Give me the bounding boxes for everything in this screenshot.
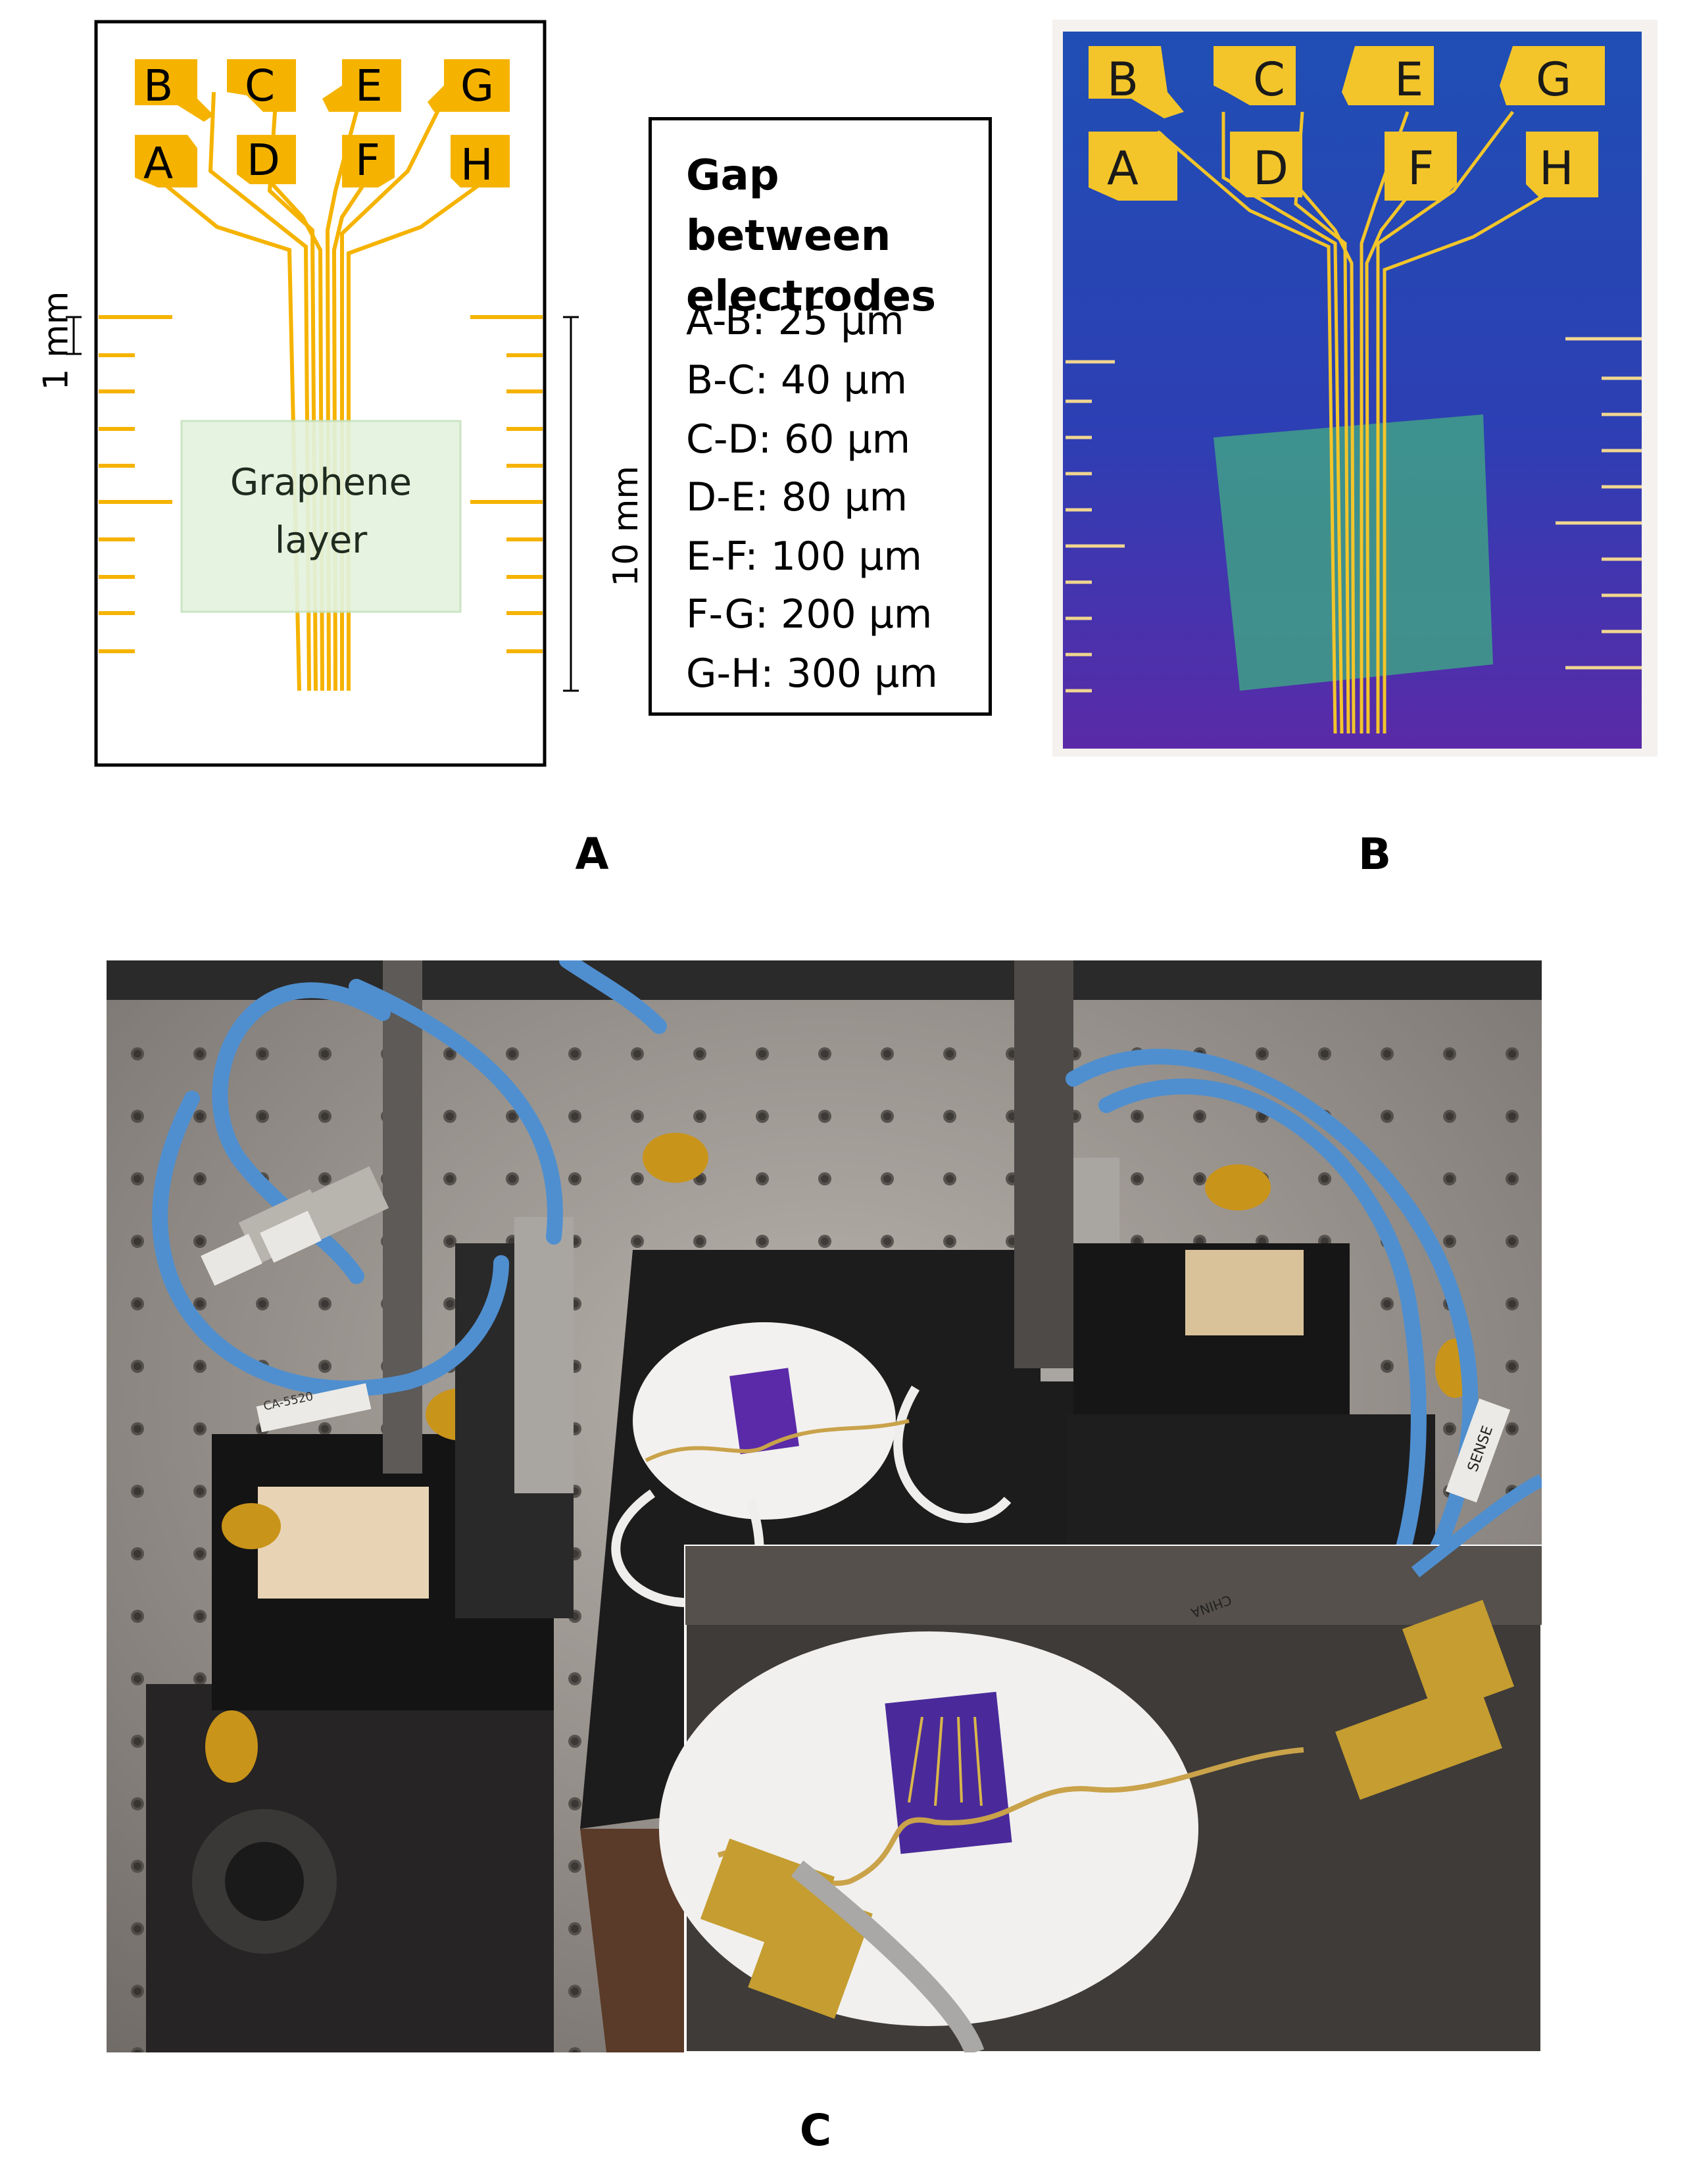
panel-letter-c: C <box>799 2105 832 2156</box>
ruler-ticks-right <box>470 315 543 653</box>
setup-inset <box>659 1474 1542 2052</box>
device-label-c: C <box>1253 53 1285 107</box>
gap-title-line2: electrodes <box>686 272 937 321</box>
scale-label-1mm: 1 mm <box>36 291 76 391</box>
pad-h <box>451 135 510 187</box>
panel-letter-b: B <box>1358 829 1392 880</box>
panel-letter-a: A <box>575 829 609 880</box>
gap-row: C-D: 60 µm <box>686 416 911 462</box>
device-label-h: H <box>1539 141 1574 195</box>
device-label-f: F <box>1408 141 1435 195</box>
pad-g <box>428 59 510 112</box>
pad-b <box>135 59 214 122</box>
gap-row: G-H: 300 µm <box>686 651 938 697</box>
gap-row: D-E: 80 µm <box>686 474 908 520</box>
schematic-label-e: E <box>355 61 383 111</box>
graphene-label-line1: Graphene <box>230 461 412 504</box>
schematic-label-b: B <box>143 61 174 111</box>
gap-row: A-B: 25 µm <box>686 298 904 344</box>
device-label-b: B <box>1107 53 1139 107</box>
pad-d <box>237 135 296 184</box>
graphene-layer <box>180 420 462 613</box>
gap-row: B-C: 40 µm <box>686 357 908 403</box>
device-label-d: D <box>1253 141 1288 195</box>
pad-e <box>322 59 401 112</box>
schematic-label-d: D <box>247 135 280 186</box>
schematic-label-c: C <box>245 61 276 111</box>
device-photo <box>1052 20 1657 757</box>
scale-label-10mm: 10 mm <box>606 465 647 587</box>
schematic-label-g: G <box>460 61 495 111</box>
device-label-g: G <box>1536 53 1572 107</box>
schematic-label-h: H <box>460 139 493 190</box>
gap-title-line1: Gap between <box>686 151 891 261</box>
gap-row: F-G: 200 µm <box>686 591 933 637</box>
scale-bar-1mm <box>66 316 82 355</box>
graphene-label: Graphene layer <box>183 454 459 570</box>
device-traces <box>1156 111 1554 734</box>
graphene-label-line2: layer <box>274 519 368 562</box>
pad-f <box>342 135 395 187</box>
electrode-pads <box>135 59 510 187</box>
pad-a <box>135 135 197 187</box>
gap-row: E-F: 100 µm <box>686 534 922 580</box>
device-pads <box>1089 46 1605 201</box>
gap-table-title: Gap between electrodes <box>686 145 975 327</box>
pad-c <box>227 59 296 112</box>
device-label-a: A <box>1107 141 1139 195</box>
device-label-e: E <box>1394 53 1424 107</box>
schematic-label-f: F <box>355 135 380 186</box>
setup-photo <box>107 960 1542 2052</box>
gap-table: Gap between electrodes A-B: 25 µm B-C: 4… <box>649 117 992 716</box>
ruler-ticks-left <box>99 315 172 653</box>
scale-bar-10mm <box>563 316 579 692</box>
device-ruler <box>1066 337 1642 693</box>
schematic-label-a: A <box>143 138 174 189</box>
